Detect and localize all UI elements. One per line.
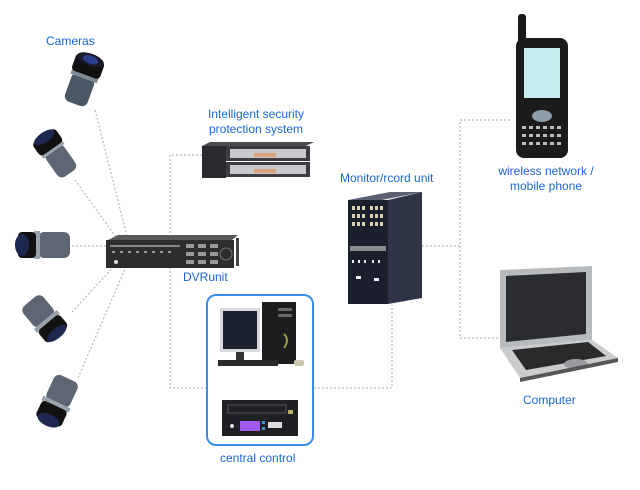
camera-5-icon	[36, 374, 78, 428]
dvr-label: DVRunit	[183, 270, 228, 284]
mobile-phone-label-line1: wireless network /	[498, 164, 594, 178]
edge-camera-2-dvr	[74, 179, 119, 241]
desktop-pc-icon	[218, 302, 304, 366]
camera-4-icon	[22, 295, 68, 343]
camera-2-icon	[33, 129, 77, 178]
camera-3-icon	[15, 231, 70, 259]
security-system-label: Intelligent security protection system	[200, 107, 312, 137]
central-control-label: central control	[220, 451, 296, 465]
security-server-icon	[202, 142, 314, 178]
mobile-phone-icon	[516, 14, 568, 158]
edge-camera-5-dvr	[77, 261, 129, 379]
security-system-label-line1: Intelligent security	[207, 107, 305, 121]
recorder-deck-icon	[222, 400, 298, 436]
cameras-label: Cameras	[46, 34, 95, 48]
mobile-phone-label-line2: mobile phone	[509, 179, 583, 193]
dvr-unit-icon	[106, 235, 239, 268]
computer-label: Computer	[523, 393, 576, 407]
monitor-unit-label: Monitor/rcord unit	[340, 171, 434, 185]
camera-1-icon	[64, 52, 105, 107]
edge-dvr-security	[169, 154, 206, 389]
edge-mobile	[459, 119, 510, 339]
edge-central-monitor	[314, 305, 393, 389]
security-system-label-line2: protection system	[208, 122, 304, 136]
edge-camera-4-dvr	[71, 261, 119, 313]
mobile-phone-label: wireless network / mobile phone	[490, 164, 602, 194]
edge-camera-1-dvr	[94, 109, 129, 241]
central-control-group	[206, 294, 314, 446]
laptop-computer-icon	[500, 266, 618, 382]
monitor-record-cabinet-icon	[348, 192, 422, 304]
